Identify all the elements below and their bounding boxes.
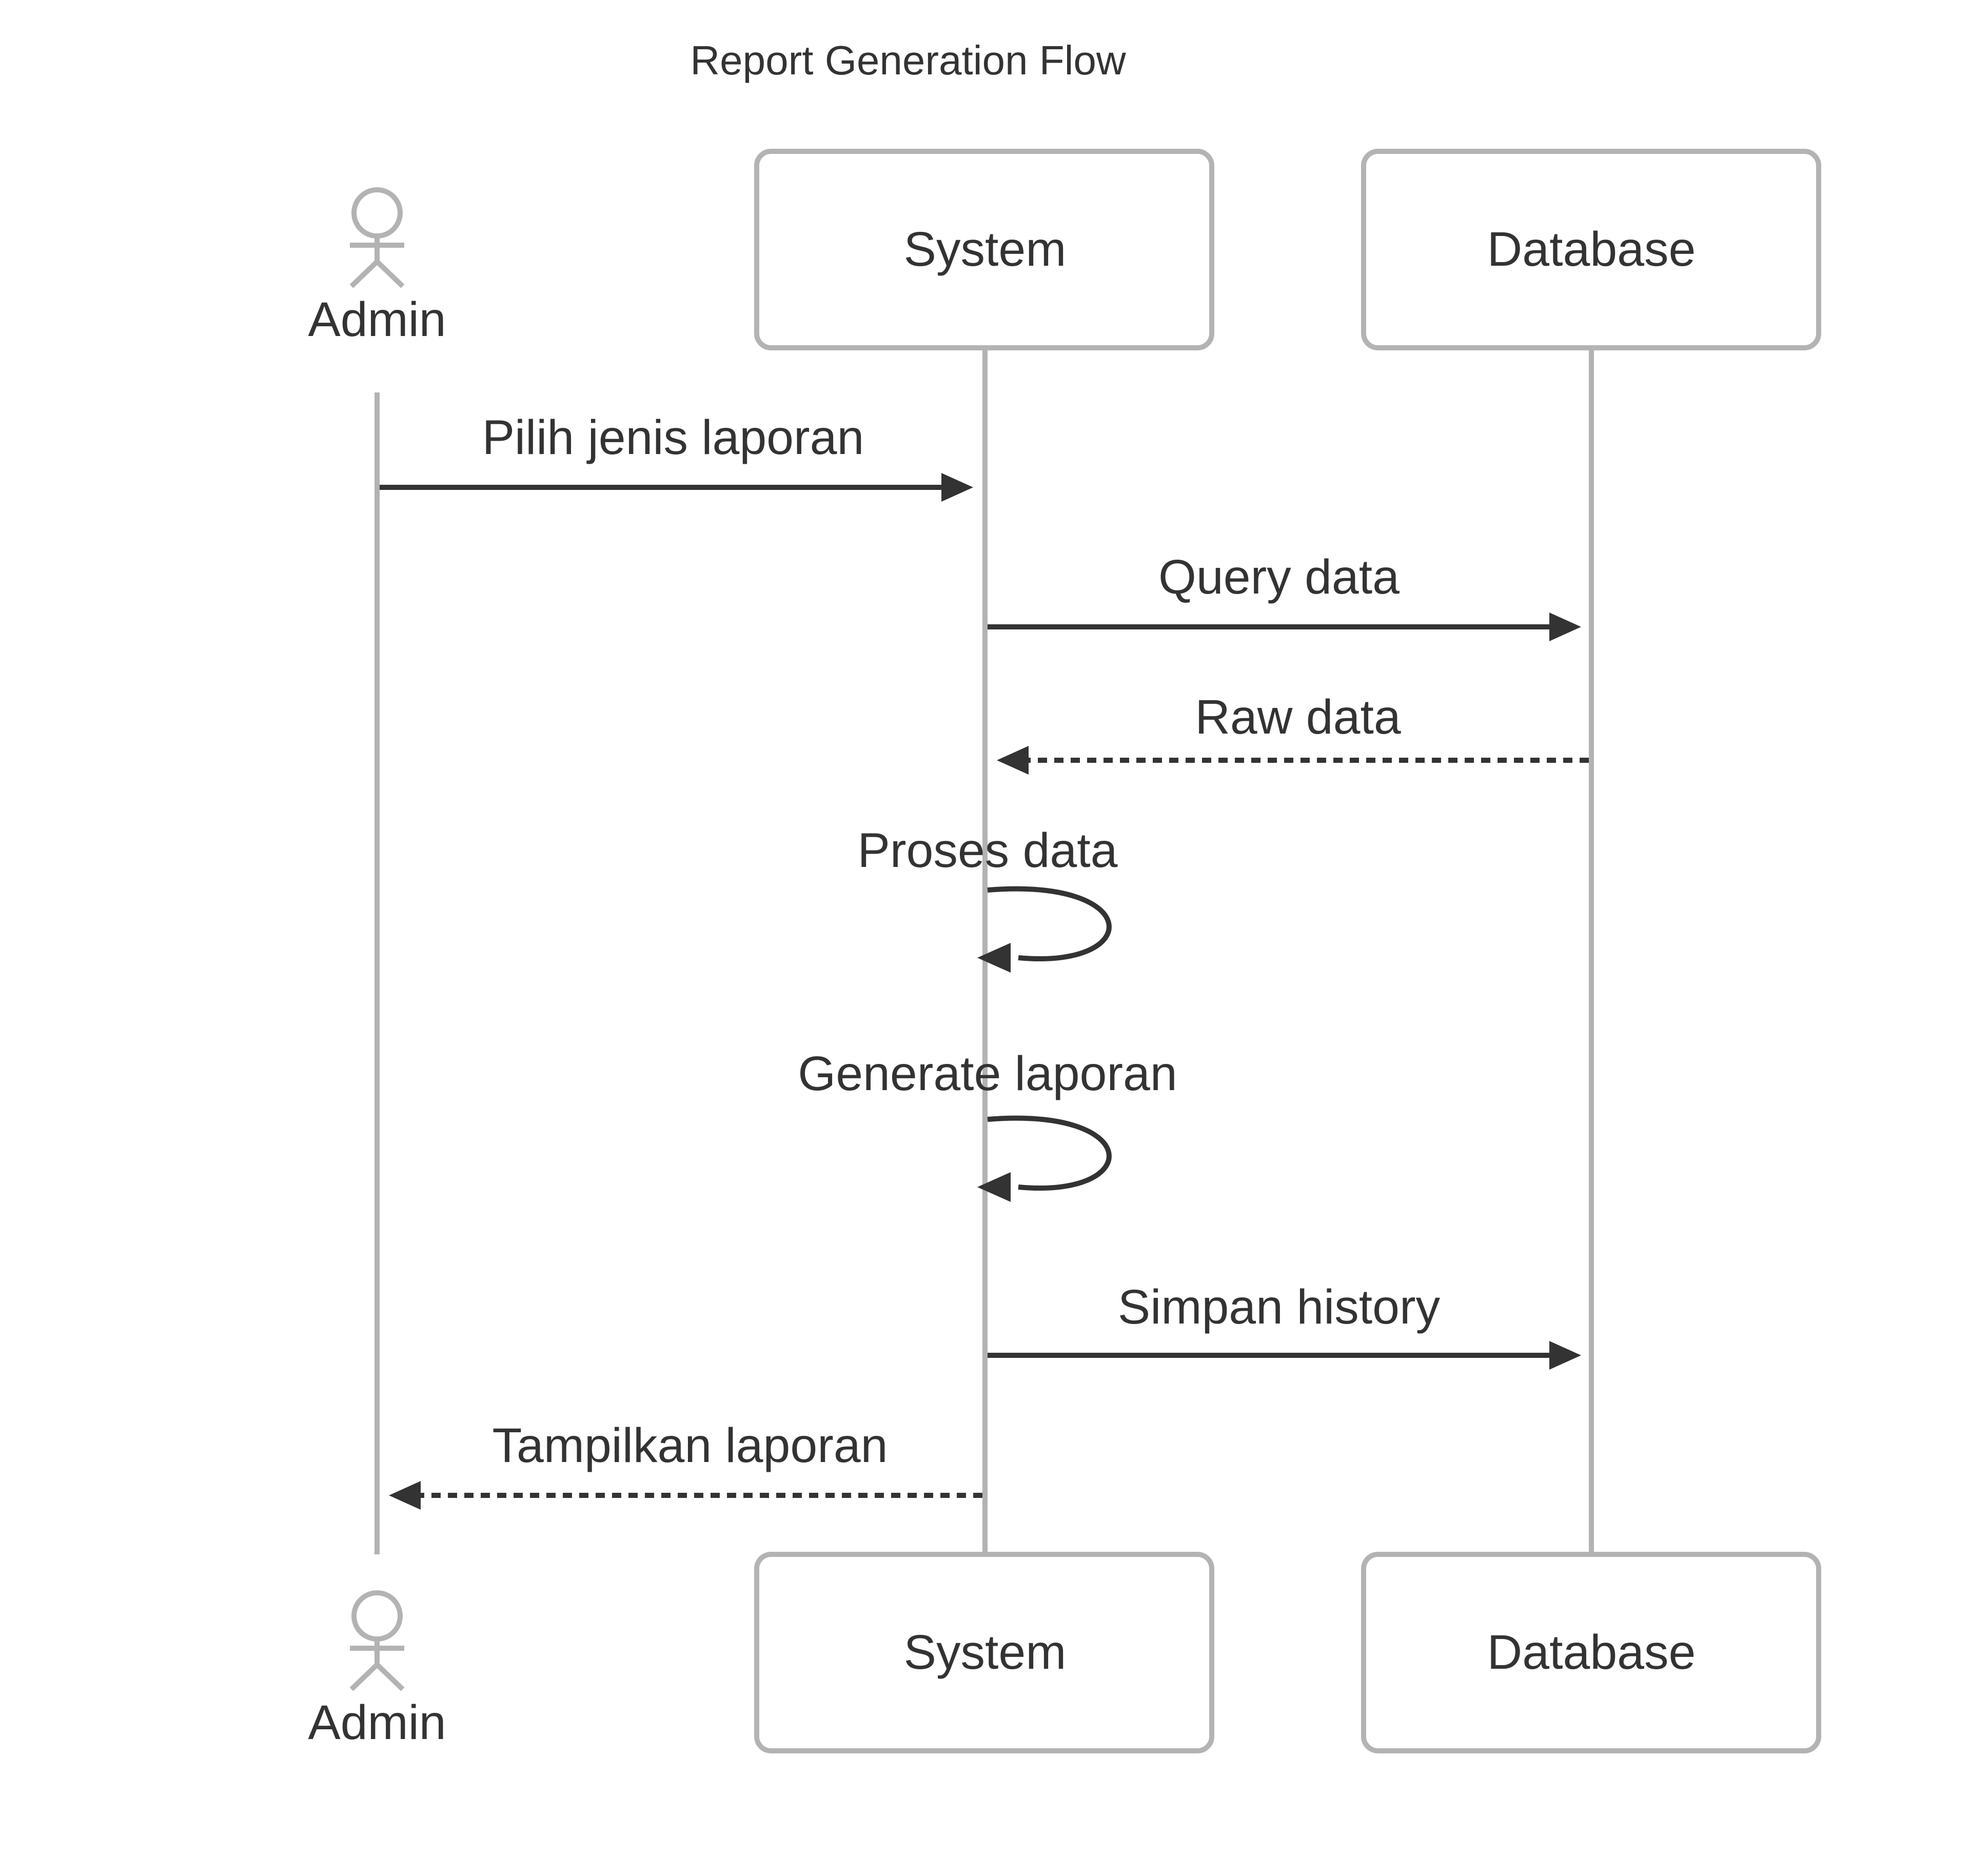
arrowhead-icon xyxy=(977,1172,1011,1202)
message-3: Raw data xyxy=(997,690,1589,775)
message-2: Query data xyxy=(988,550,1581,641)
participant-admin-top: Admin xyxy=(308,187,446,347)
message-label: Pilih jenis laporan xyxy=(482,410,864,465)
message-label: Tampilkan laporan xyxy=(493,1418,888,1473)
message-5: Generate laporan xyxy=(798,1046,1177,1202)
message-6: Simpan history xyxy=(988,1280,1581,1370)
participant-label-database: Database xyxy=(1487,1625,1696,1680)
message-7: Tampilkan laporan xyxy=(389,1418,982,1510)
actor-icon xyxy=(349,187,405,288)
message-4: Proses data xyxy=(858,823,1118,973)
arrowhead-icon xyxy=(1549,613,1581,641)
actor-icon xyxy=(349,1590,405,1691)
message-label: Query data xyxy=(1158,550,1400,604)
arrowhead-icon xyxy=(977,943,1011,973)
participant-admin-bottom: Admin xyxy=(308,1590,446,1750)
diagram-title: Report Generation Flow xyxy=(690,37,1126,83)
arrowhead-icon xyxy=(389,1481,421,1510)
participant-label-admin: Admin xyxy=(308,1695,446,1750)
participant-system-top: System xyxy=(754,149,1214,350)
participant-database-bottom: Database xyxy=(1361,1552,1821,1753)
arrowhead-icon xyxy=(941,473,973,502)
message-1: Pilih jenis laporan xyxy=(380,410,973,502)
message-label: Generate laporan xyxy=(798,1046,1177,1101)
participant-label-system: System xyxy=(904,1625,1067,1680)
participant-label-database: Database xyxy=(1487,222,1696,277)
message-label: Raw data xyxy=(1195,690,1401,744)
message-label: Simpan history xyxy=(1118,1280,1441,1334)
participant-label-admin: Admin xyxy=(308,292,446,347)
participant-database-top: Database xyxy=(1361,149,1821,350)
participant-label-system: System xyxy=(904,222,1067,277)
arrowhead-icon xyxy=(997,746,1029,775)
participant-system-bottom: System xyxy=(754,1552,1214,1753)
message-label: Proses data xyxy=(858,823,1118,878)
arrowhead-icon xyxy=(1549,1341,1581,1370)
